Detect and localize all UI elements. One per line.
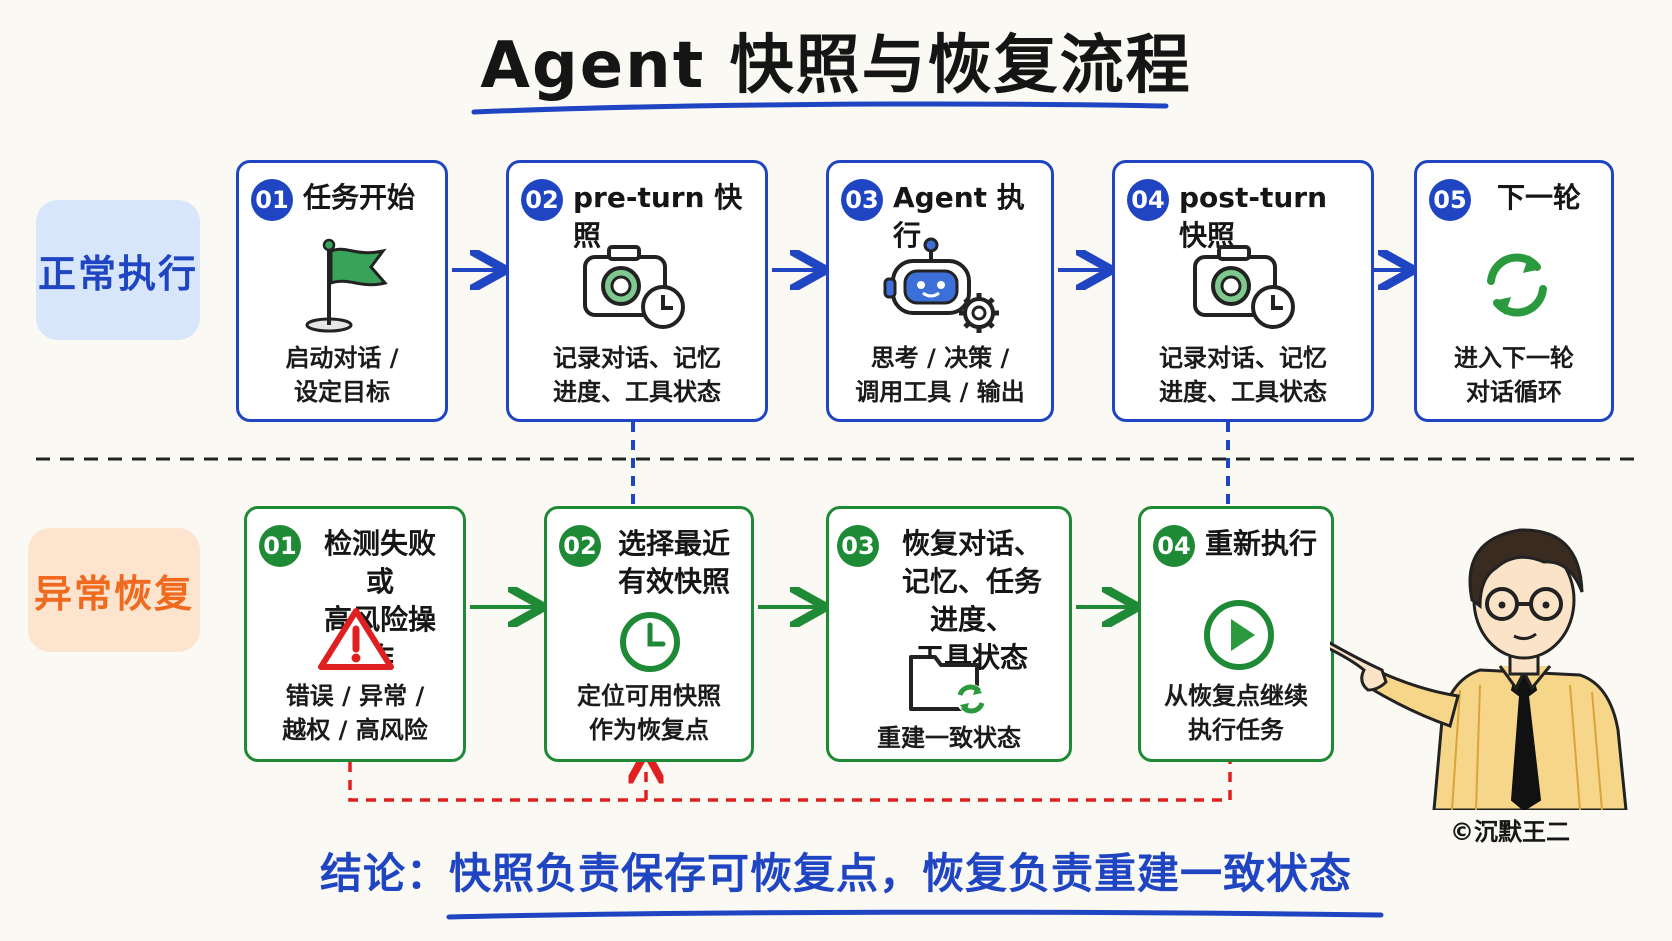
step-number: 03: [841, 179, 883, 221]
conclusion-text: 结论：快照负责保存可恢复点，恢复负责重建一致状态: [319, 849, 1352, 898]
step-title: pre-turn 快照: [573, 181, 743, 252]
camera-clock-icon: [1193, 245, 1295, 329]
recovery-step-01: 01 检测失败或 高风险操作 错误 / 异常 / 越权 / 高风险: [244, 506, 466, 762]
step-number: 02: [559, 525, 601, 567]
step-title: 任务开始: [303, 181, 416, 214]
step-number: 04: [1127, 179, 1169, 221]
step-number: 03: [837, 525, 879, 567]
normal-step-05: 05 下一轮 进入下一轮 对话循环: [1414, 160, 1614, 422]
folder-sync-icon: [909, 655, 986, 714]
page-title: Agent 快照与恢复流程: [480, 29, 1192, 103]
step-title: post-turn 快照: [1179, 181, 1328, 252]
step-title: Agent 执行: [893, 181, 1025, 252]
step-desc: 记录对话、记忆 进度、工具状态: [553, 344, 721, 406]
step-desc: 记录对话、记忆 进度、工具状态: [1159, 344, 1327, 406]
step-title: 选择最近 有效快照: [617, 527, 730, 598]
normal-step-01: 01 任务开始 启动对话 / 设定目标: [236, 160, 448, 422]
step-number: 05: [1429, 179, 1471, 221]
copyright-text: ©沉默王二: [1450, 818, 1570, 846]
robot-gear-icon: [883, 237, 999, 333]
recovery-loop-path: [348, 762, 1232, 802]
row-label-recovery: 异常恢复: [28, 528, 200, 652]
conclusion-underline: [446, 909, 1384, 920]
step-number: 01: [259, 525, 301, 567]
warning-triangle-icon: [318, 608, 394, 670]
step-desc: 定位可用快照 作为恢复点: [577, 682, 721, 744]
step-desc: 重建一致状态: [877, 724, 1021, 752]
step-desc: 思考 / 决策 / 调用工具 / 输出: [855, 344, 1025, 406]
step-desc: 进入下一轮 对话循环: [1454, 344, 1574, 406]
normal-step-02: 02 pre-turn 快照 记录对话、记忆 进度、工具状态: [506, 160, 768, 422]
step-title: 下一轮: [1496, 181, 1581, 214]
step-title: 重新执行: [1205, 527, 1318, 560]
step-desc: 启动对话 / 设定目标: [285, 344, 399, 406]
recovery-step-04: 04 重新执行 从恢复点继续 执行任务: [1138, 506, 1334, 762]
step-desc: 从恢复点继续 执行任务: [1164, 682, 1308, 744]
refresh-cycle-icon: [1487, 253, 1547, 317]
title-underline: [471, 101, 1169, 115]
recovery-step-02: 02 选择最近 有效快照 定位可用快照 作为恢复点: [544, 506, 754, 762]
row-label-normal: 正常执行: [36, 200, 200, 340]
step-desc: 错误 / 异常 / 越权 / 高风险: [282, 682, 428, 744]
step-number: 04: [1153, 525, 1195, 567]
flag-icon: [305, 238, 388, 333]
play-circle-icon: [1204, 600, 1274, 670]
normal-step-04: 04 post-turn 快照 记录对话、记忆 进度、工具状态: [1112, 160, 1374, 422]
normal-step-03: 03 Agent 执行 思考 / 决策 / 调用工具 / 输出: [826, 160, 1054, 422]
recovery-step-03: 03 恢复对话、 记忆、任务进度、 工具状态 重建一致状态: [826, 506, 1072, 762]
camera-clock-icon: [583, 245, 685, 329]
step-number: 01: [251, 179, 293, 221]
presenter-illustration: [1330, 528, 1628, 810]
step-number: 02: [521, 179, 563, 221]
clock-icon: [620, 612, 680, 672]
